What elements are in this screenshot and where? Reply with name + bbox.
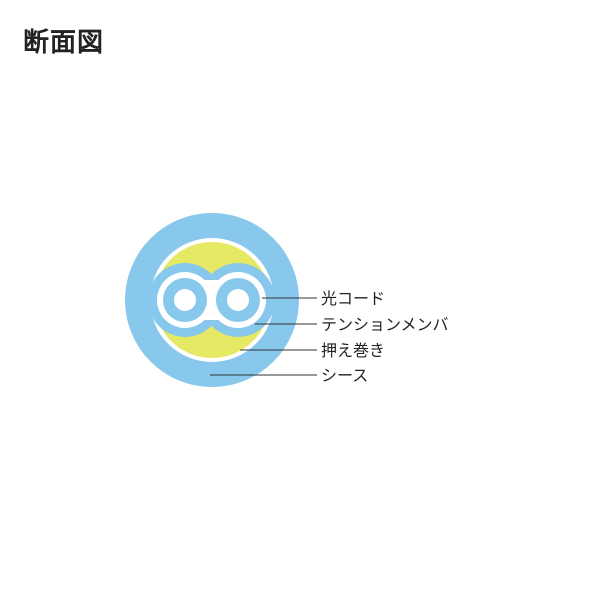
fiber-left-inner bbox=[174, 289, 196, 311]
label-sheath: シース bbox=[321, 366, 368, 385]
page-title: 断面図 bbox=[23, 28, 105, 58]
fiber-right-inner bbox=[227, 289, 249, 311]
label-tension-member: テンションメンバ bbox=[321, 315, 449, 334]
label-wrapping-tape: 押え巻き bbox=[321, 341, 385, 360]
label-optical-cord: 光コード bbox=[321, 289, 385, 308]
